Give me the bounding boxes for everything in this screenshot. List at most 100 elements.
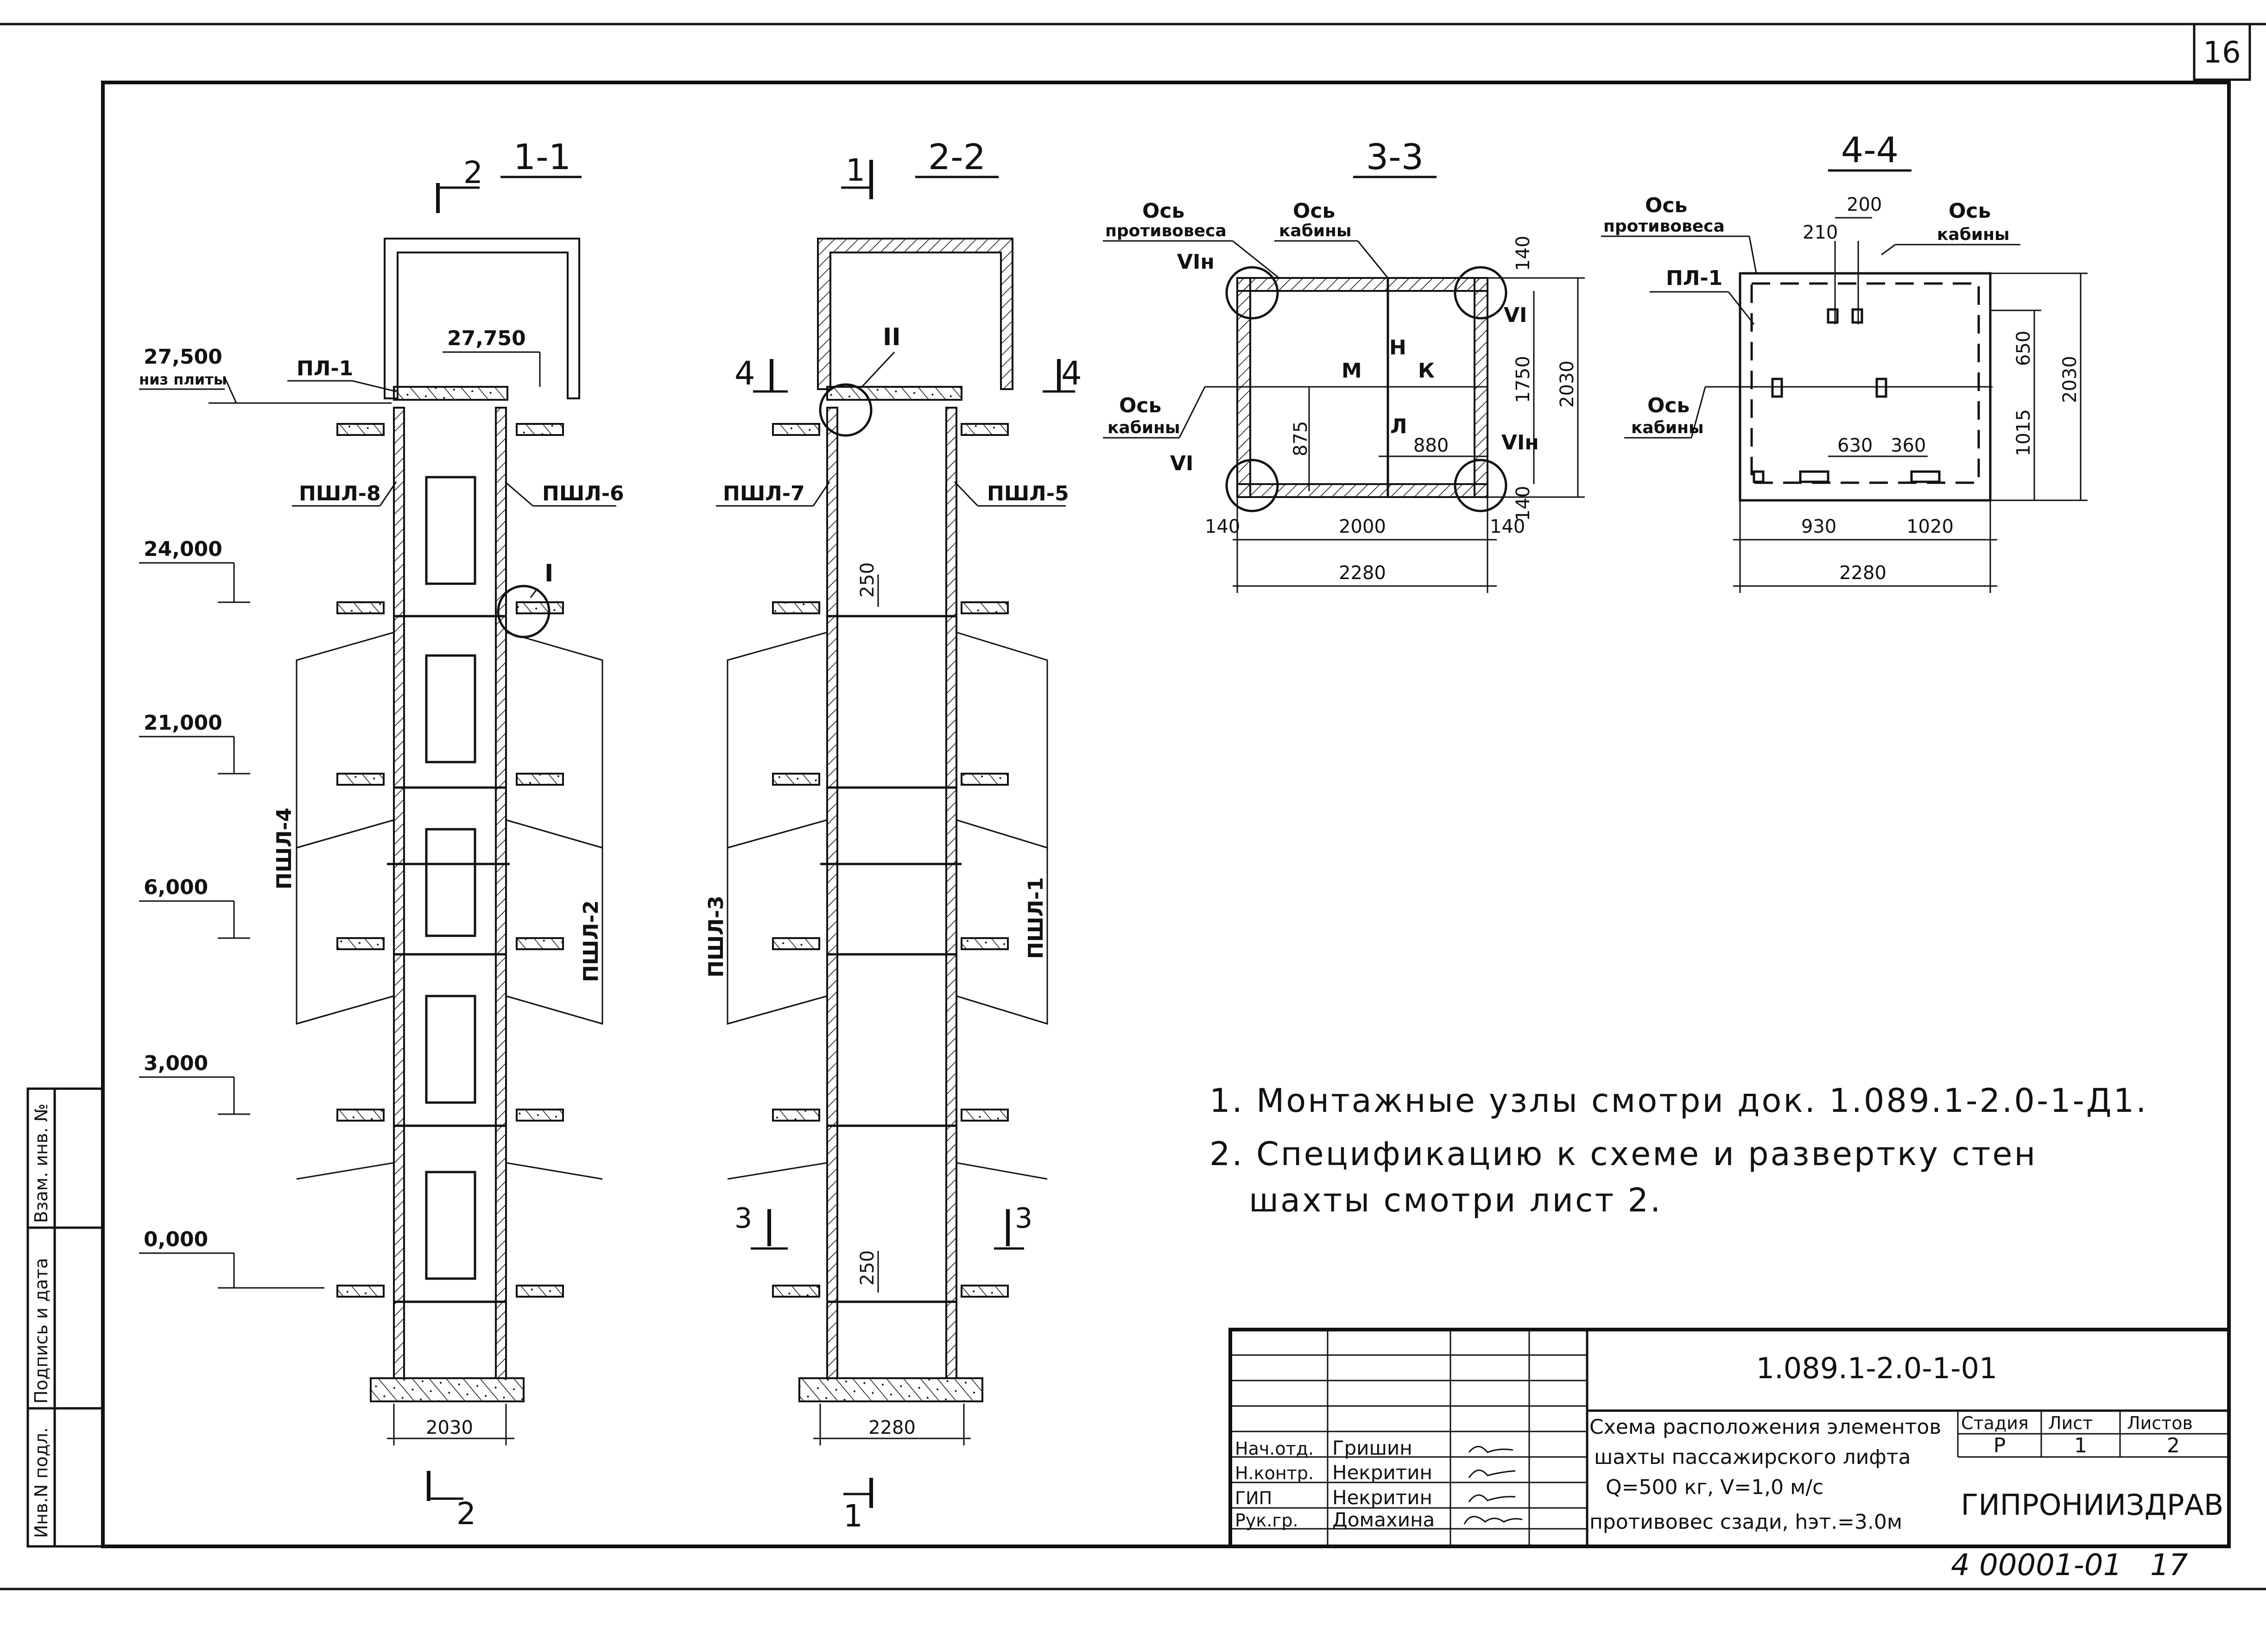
dim-2030-4-4: 2030 <box>2059 356 2081 403</box>
sheet-corner-number: 16 <box>2203 36 2241 70</box>
title-line-1: Схема расположения элементов <box>1589 1415 1941 1439</box>
role-1: Нач.отд. <box>1235 1438 1314 1459</box>
label-k: К <box>1418 359 1435 383</box>
dim-140-right: 140 <box>1490 516 1525 537</box>
note-2: 2. Спецификацию к схеме и развертку стен <box>1209 1135 2037 1173</box>
dim-140-left: 140 <box>1205 516 1240 537</box>
label-pshl4: ПШЛ-4 <box>272 807 296 889</box>
label-vi-left: VI <box>1170 452 1193 475</box>
label-os-cw: Ось <box>1142 199 1184 223</box>
label-pshl7: ПШЛ-7 <box>723 482 805 505</box>
cut-mark-4-right: 4 <box>1061 354 1082 392</box>
level-0000: 0,000 <box>144 1228 208 1251</box>
dim-2030-1-1: 2030 <box>426 1417 473 1438</box>
section-3-3: 3-3 Н М К Л Ось противовеса Ось кабины О… <box>1103 136 1585 593</box>
signatures <box>1463 1446 1523 1525</box>
label-vin-right: VIн <box>1501 431 1539 454</box>
role-3: ГИП <box>1235 1488 1272 1508</box>
label-l: Л <box>1390 415 1407 438</box>
level-6000: 6,000 <box>144 876 208 899</box>
level-27500: 27,500 <box>144 345 222 369</box>
cut-mark-4-left: 4 <box>734 354 755 392</box>
section-4-4: 4-4 Ось противовеса Ось кабины 210 200 П… <box>1601 129 2088 593</box>
dim-930: 930 <box>1801 516 1836 537</box>
label-kabiny-left: кабины <box>1108 418 1180 437</box>
side-strip-replace: Взам. инв. № <box>31 1103 51 1223</box>
label-protivovesa-3-3: противовеса <box>1105 221 1227 240</box>
label-n: Н <box>1389 336 1406 359</box>
floor-slabs-2-2 <box>772 423 1009 1298</box>
note-3: шахты смотри лист 2. <box>1249 1181 1662 1219</box>
label-vi-right: VI <box>1504 303 1527 327</box>
label-pshl5: ПШЛ-5 <box>987 482 1069 505</box>
dim-140-bottom: 140 <box>1513 486 1534 521</box>
sheet-value: 1 <box>2074 1434 2087 1457</box>
label-pl1-1-1: ПЛ-1 <box>297 357 353 380</box>
name-2: Некритин <box>1332 1461 1432 1484</box>
dim-2280-2-2: 2280 <box>868 1417 916 1438</box>
label-os-cw-4-4: Ось <box>1645 194 1687 217</box>
cut-mark-1-top: 1 <box>846 152 865 188</box>
section-title-3-3: 3-3 <box>1366 136 1424 177</box>
label-node-ii: II <box>883 323 901 351</box>
section-title-1-1: 1-1 <box>513 136 571 177</box>
sheets-header: Листов <box>2127 1413 2193 1433</box>
bottom-page: 17 <box>2150 1548 2188 1583</box>
notes: 1. Монтажные узлы смотри док. 1.089.1-2.… <box>1209 1082 2148 1219</box>
title-line-3: Q=500 кг, V=1,0 м/с <box>1606 1475 1823 1499</box>
dim-2280-3-3: 2280 <box>1339 562 1386 584</box>
dim-650: 650 <box>2013 331 2034 366</box>
floor-slabs-1-1 <box>336 423 564 1298</box>
dim-200: 200 <box>1847 194 1882 215</box>
dim-1750: 1750 <box>1513 356 1534 403</box>
dim-880: 880 <box>1413 435 1449 456</box>
section-title-2-2: 2-2 <box>928 136 986 177</box>
stage-header: Стадия <box>1961 1413 2029 1433</box>
label-os-car-left: Ось <box>1119 394 1161 417</box>
door-openings <box>425 476 476 1280</box>
name-3: Некритин <box>1332 1486 1432 1509</box>
section-1-1: 1-1 2 2 <box>139 136 624 1532</box>
dim-210: 210 <box>1803 222 1838 243</box>
label-os-car-4-4: Ось <box>1949 199 1991 223</box>
label-kabiny-left-4-4: кабины <box>1631 418 1704 437</box>
cut-mark-2-bottom: 2 <box>456 1496 476 1532</box>
label-pshl1: ПШЛ-1 <box>1024 877 1048 959</box>
bottom-stamp: 4 00001-01 <box>1951 1548 2122 1583</box>
label-kabiny-4-4: кабины <box>1937 225 2010 244</box>
dim-875: 875 <box>1290 421 1311 456</box>
label-pl1-4-4: ПЛ-1 <box>1666 266 1722 290</box>
cut-mark-2-top: 2 <box>463 155 483 190</box>
cut-mark-3-left: 3 <box>734 1202 752 1235</box>
label-pshl8: ПШЛ-8 <box>299 482 381 505</box>
side-strip-sign: Подпись и дата <box>31 1258 51 1404</box>
cut-mark-1-bottom: 1 <box>843 1498 863 1534</box>
role-2: Н.контр. <box>1235 1463 1314 1483</box>
label-node-i: I <box>544 560 553 587</box>
name-1: Гришин <box>1332 1437 1412 1459</box>
label-m: М <box>1342 359 1362 383</box>
label-27750: 27,750 <box>447 327 526 350</box>
sheets-value: 2 <box>2167 1434 2180 1457</box>
dim-140-top: 140 <box>1513 236 1534 271</box>
side-strip-inv: Инв.N подл. <box>31 1427 51 1538</box>
cut-mark-3-right: 3 <box>1015 1202 1032 1235</box>
sheet-header: Лист <box>2048 1413 2093 1433</box>
organization: ГИПРОНИИЗДРАВ <box>1961 1488 2224 1522</box>
document-code: 1.089.1-2.0-1-01 <box>1756 1351 1998 1385</box>
title-line-4: противовес сзади, hэт.=3.0м <box>1589 1510 1902 1534</box>
section-title-4-4: 4-4 <box>1841 129 1899 170</box>
note-1: 1. Монтажные узлы смотри док. 1.089.1-2.… <box>1209 1082 2148 1120</box>
section-2-2: 2-2 1 1 2280 <box>704 136 1082 1534</box>
dim-1020: 1020 <box>1906 516 1954 537</box>
sheet-frame: 16 <box>0 23 2266 1590</box>
dim-1015: 1015 <box>2013 409 2034 456</box>
label-pshl6: ПШЛ-6 <box>542 482 624 505</box>
label-protivovesa-4-4: противовеса <box>1603 217 1725 236</box>
wall-sweep-1-1 <box>296 631 603 1180</box>
level-markers: 27,500 низ плиты 24,000 21,000 6,000 3,0… <box>139 345 392 1289</box>
level-24000: 24,000 <box>144 537 222 561</box>
label-pshl2: ПШЛ-2 <box>579 900 603 982</box>
label-os-car: Ось <box>1293 199 1335 223</box>
